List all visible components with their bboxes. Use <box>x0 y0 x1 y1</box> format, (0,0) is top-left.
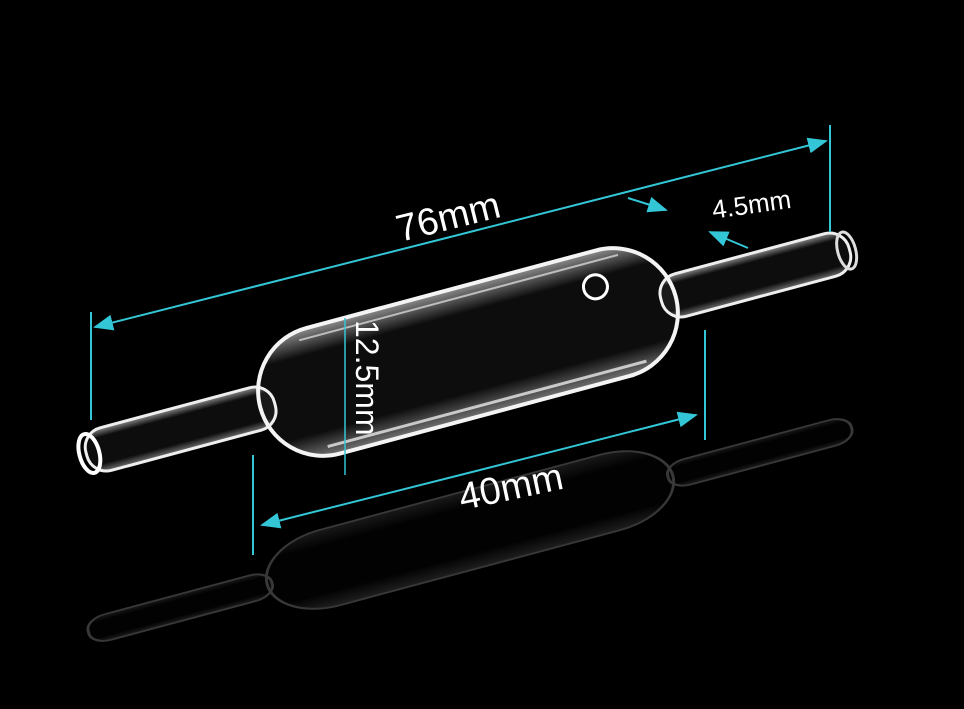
dimension-lines <box>90 125 831 555</box>
glass-diffuser <box>76 230 859 475</box>
body-diameter-label: 12.5mm <box>349 320 385 436</box>
reflection <box>86 418 854 642</box>
logo-mark <box>581 273 609 301</box>
